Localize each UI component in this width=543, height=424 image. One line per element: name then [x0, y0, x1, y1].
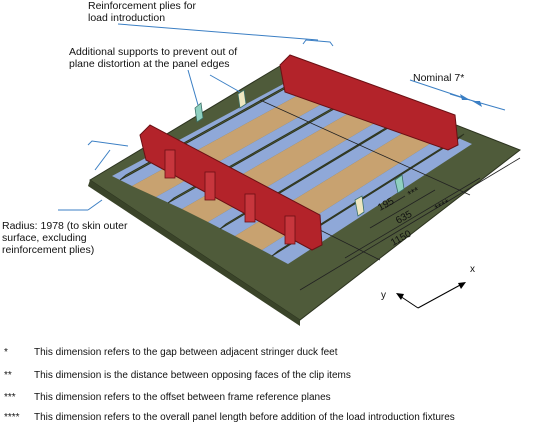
nominal-arrow-left: [460, 94, 470, 100]
load-fixture-front: [139, 124, 323, 251]
x-axis-arrow: [458, 282, 466, 289]
dimension-lines: [299, 157, 521, 291]
reinforcement-label: Reinforcement plies for load introductio…: [88, 0, 196, 24]
footnote-2: ** This dimension is the distance between…: [4, 370, 351, 381]
footnote-mark: ***: [4, 392, 16, 403]
fixture-teeth: [164, 149, 296, 245]
frame-line: [259, 99, 471, 196]
footnote-mark: *: [4, 347, 8, 358]
footnote-3: *** This dimension refers to the offset b…: [4, 392, 331, 403]
support-clips: [194, 89, 405, 217]
footnote-1: * This dimension refers to the gap betwee…: [4, 347, 338, 358]
panel-skin-edge: [88, 180, 300, 326]
supports-label: Additional supports to prevent out of pl…: [69, 46, 238, 70]
footnote-text: This dimension refers to the overall pan…: [34, 412, 455, 423]
dim-195-mark: ***: [406, 185, 422, 200]
x-axis-label: x: [470, 264, 475, 275]
y-axis-arrow: [396, 293, 404, 300]
radius-label: Radius: 1978 (to skin outer surface, exc…: [2, 220, 128, 256]
load-fixture-back: [279, 54, 459, 151]
y-axis-label: y: [381, 290, 386, 301]
footnote-mark: ****: [4, 412, 20, 423]
footnote-text: This dimension refers to the gap between…: [34, 347, 338, 358]
axes-indicator: [399, 283, 463, 309]
leader-lines: [58, 23, 506, 211]
nominal-arrow-right: [472, 101, 482, 107]
footnote-mark: **: [4, 370, 12, 381]
footnote-text: This dimension refers to the offset betw…: [34, 392, 331, 403]
footnote-4: **** This dimension refers to the overall…: [4, 412, 455, 423]
footnote-text: This dimension is the distance between o…: [34, 370, 351, 381]
nominal-label: Nominal 7*: [413, 72, 465, 84]
